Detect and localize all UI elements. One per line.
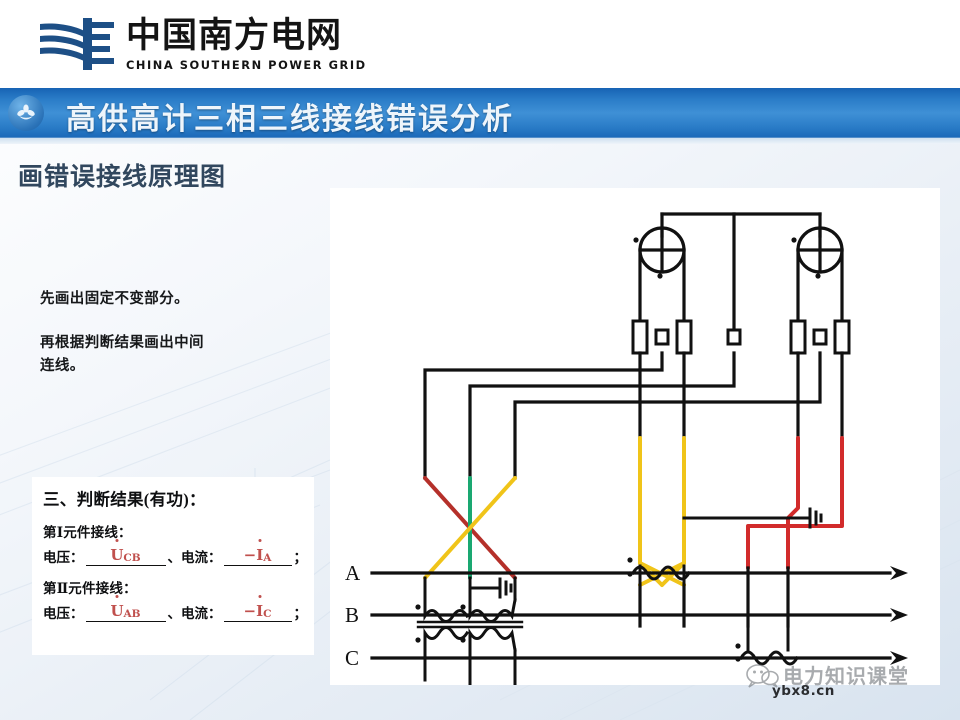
e1-current-prefix: −	[243, 546, 257, 564]
element-1-current-value: −IA	[223, 539, 292, 566]
logo-english-name: CHINA SOUTHERN POWER GRID	[126, 58, 367, 72]
instruction-text: 先画出固定不变部分。 再根据判断结果画出中间 连线。	[40, 288, 310, 377]
terminal-current-1	[631, 319, 649, 355]
crossed-voltage-wires	[423, 476, 517, 580]
watermark: 电力知识课堂	[745, 660, 909, 689]
element-2-current-value: −IC	[223, 595, 292, 622]
pt-polarity-dots	[415, 604, 466, 643]
result-box-title: 三、判断结果(有功)：	[43, 490, 206, 509]
wattmeter-2-polarity-dots	[791, 237, 821, 279]
e2-current-sub: C	[263, 608, 272, 620]
phase-label-group: A B C	[345, 561, 361, 670]
e1-voltage-sub: CB	[123, 552, 141, 564]
e1-current-sub: A	[263, 552, 272, 564]
wechat-official-account-icon	[746, 663, 779, 688]
element-2-voltage-value: UAB	[85, 595, 166, 622]
phase-label-c: C	[345, 646, 359, 670]
e2-voltage-symbol: U	[110, 602, 124, 620]
arrow-c	[890, 651, 908, 665]
judgement-result-box: 三、判断结果(有功)： 第Ⅰ元件接线： 电压： UCB 、电流： −IA ； 第…	[32, 477, 314, 655]
wiring-diagram-panel: A B C	[330, 188, 940, 685]
phase-line-arrowheads	[890, 566, 908, 665]
southern-power-grid-logo-icon	[40, 18, 114, 70]
terminal-current-2	[675, 319, 693, 355]
element-1-row: 电压： UCB 、电流： −IA ；	[43, 539, 307, 566]
ct-a-polarity-dots	[627, 557, 633, 577]
red-current-wires	[746, 436, 844, 570]
flower-badge-icon	[8, 95, 44, 131]
earth-ground-icon-pt	[468, 577, 513, 599]
earth-ground-icon-ct	[682, 507, 823, 529]
element-2-voltage-label: 电压：	[43, 606, 84, 621]
yellow-wire-black-tails	[638, 583, 686, 628]
e2-current-prefix: −	[243, 602, 257, 620]
terminal-voltage-2	[726, 328, 742, 346]
element-1-current-label: 、电流：	[167, 550, 222, 565]
slide-title-bar: 高供高计三相三线接线错误分析	[0, 88, 960, 144]
arrow-b	[890, 608, 908, 622]
e1-current-symbol: I	[256, 546, 264, 564]
phase-label-b: B	[345, 603, 359, 627]
terminal-block	[631, 319, 851, 355]
yellow-current-wires	[638, 436, 686, 587]
current-transformer-icon-a	[630, 564, 692, 628]
page-title: 高供高计三相三线接线错误分析	[66, 103, 514, 136]
instruction-line-2: 再根据判断结果画出中间	[40, 335, 204, 352]
element-1-voltage-label: 电压：	[43, 550, 84, 565]
element-2-row: 电压： UAB 、电流： −IC ；	[43, 595, 307, 622]
arrow-a	[890, 566, 908, 580]
current-transformer-icon-c	[738, 624, 800, 666]
brand-logo: 中国南方电网 CHINA SOUTHERN POWER GRID	[38, 14, 367, 72]
e1-voltage-symbol: U	[110, 546, 124, 564]
element-1-label: 第Ⅰ元件接线：	[43, 525, 132, 540]
logo-chinese-name: 中国南方电网	[126, 16, 343, 57]
ct-c-polarity-dots	[735, 643, 741, 662]
instruction-line-1: 先画出固定不变部分。	[40, 291, 189, 307]
terminal-current-3	[789, 319, 807, 355]
wattmeter-1-polarity-dots	[633, 237, 663, 279]
element-2-current-label: 、电流：	[167, 606, 222, 621]
phase-lines	[370, 571, 892, 660]
red-wire-black-tails	[746, 566, 790, 628]
element-2-semicolon: ；	[293, 606, 308, 621]
voltage-lead-rails	[423, 351, 822, 480]
e2-current-symbol: I	[256, 602, 264, 620]
element-1-voltage-value: UCB	[85, 539, 166, 566]
subtitle: 画错误接线原理图	[18, 164, 227, 191]
wiring-diagram-svg: A B C	[345, 212, 908, 685]
voltage-transformer-v-connection-icon	[416, 576, 524, 685]
terminal-voltage-3	[812, 328, 828, 346]
watermark-text: 电力知识课堂	[783, 664, 909, 688]
logo-band: 中国南方电网 CHINA SOUTHERN POWER GRID	[0, 0, 960, 88]
current-lead-drops	[638, 351, 844, 440]
wire-yellow-crossing	[423, 476, 517, 580]
terminal-voltage-1	[654, 328, 670, 346]
element-1-semicolon: ；	[293, 550, 308, 565]
e2-voltage-sub: AB	[123, 608, 141, 620]
instruction-line-3: 连线。	[40, 357, 85, 374]
phase-label-a: A	[345, 561, 361, 585]
terminal-current-4	[833, 319, 851, 355]
meter-top-bus	[660, 212, 822, 338]
watermark-url: ybx8.cn	[772, 683, 835, 699]
element-2-label: 第Ⅱ元件接线：	[43, 581, 137, 596]
